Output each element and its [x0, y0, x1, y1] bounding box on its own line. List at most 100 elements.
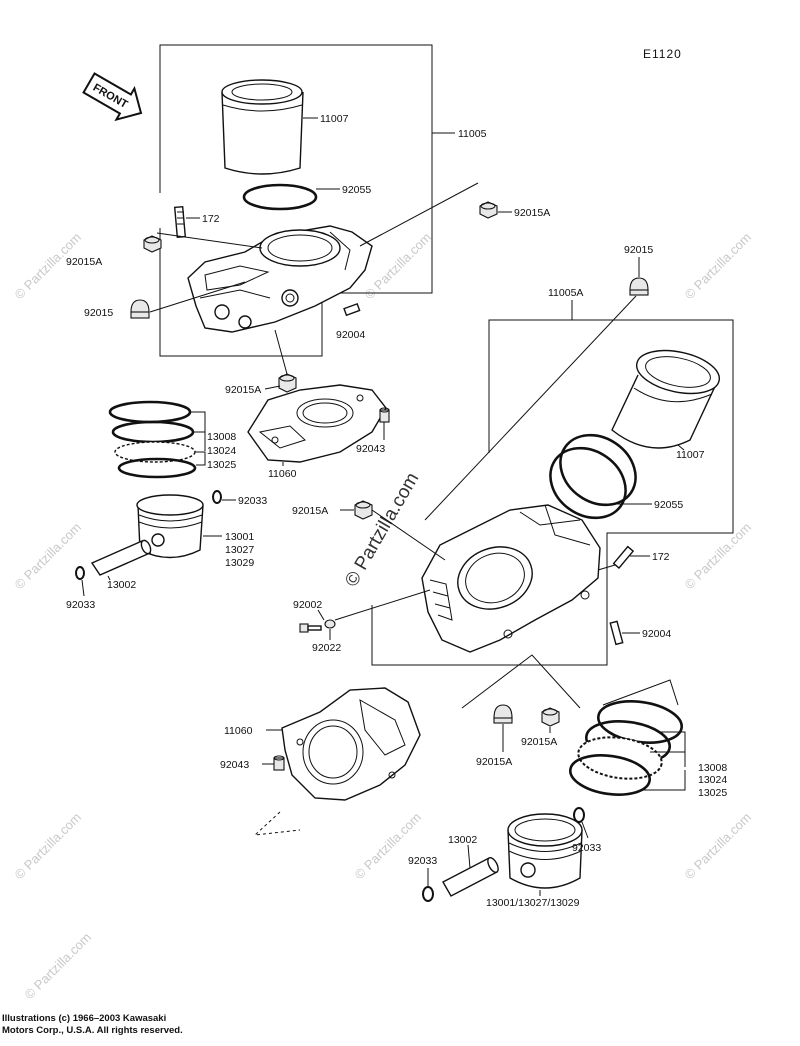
circlip-92033-a — [212, 490, 222, 504]
diagram-code: E1120 — [643, 47, 682, 61]
part-label-92033[interactable]: 92033 — [408, 855, 437, 867]
leader-ring-13008-r — [660, 731, 686, 767]
leader-ring-13025-r — [640, 770, 686, 791]
copyright-line-1: Illustrations (c) 1966–2003 Kawasaki — [2, 1013, 167, 1024]
part-label-92015A[interactable]: 92015A — [292, 505, 328, 517]
dowel-92004-right — [609, 620, 624, 646]
watermark-center: © Partzilla.com — [341, 469, 423, 590]
leader-ring-13008-l — [190, 411, 206, 437]
part-label-92015[interactable]: 92015 — [624, 244, 653, 256]
part-label-92015A[interactable]: 92015A — [521, 736, 557, 748]
part-label-172[interactable]: 172 — [652, 551, 670, 563]
part-label-13025[interactable]: 13025 — [207, 459, 236, 471]
piston-13001-right — [507, 813, 583, 889]
watermark-layer: © Partzilla.com © Partzilla.com © Partzi… — [12, 230, 755, 1003]
leader-13002-left — [107, 575, 111, 581]
part-label-92033[interactable]: 92033 — [238, 495, 267, 507]
piston-13001-left — [136, 494, 204, 559]
piston-rings-left — [108, 400, 197, 479]
part-label-13002[interactable]: 13002 — [448, 834, 477, 846]
part-label-13001[interactable]: 13001 — [225, 531, 254, 543]
copyright-line-2: Motors Corp., U.S.A. All rights reserved… — [2, 1025, 183, 1036]
assembly-bracket-11005 — [159, 44, 433, 357]
part-label-11005A[interactable]: 11005A — [548, 287, 583, 299]
cylinder-block-top — [187, 225, 373, 333]
lower-bracket — [461, 654, 581, 709]
leader-92015A-tr — [359, 182, 479, 247]
nut-92015A-mid — [278, 373, 297, 393]
part-label-92033[interactable]: 92033 — [66, 599, 95, 611]
assembly-bracket-11005A — [371, 319, 734, 666]
watermark-3: © Partzilla.com — [682, 230, 755, 303]
dashed-pointer — [253, 811, 301, 836]
stud-172-right — [612, 545, 635, 569]
watermark-8: © Partzilla.com — [682, 810, 755, 883]
part-label-11060[interactable]: 11060 — [224, 725, 253, 737]
copyright-notice: Illustrations (c) 1966–2003 Kawasaki Mot… — [2, 1013, 183, 1037]
cylinder-block-right — [421, 504, 601, 653]
piston-pin-13002-left — [90, 539, 152, 576]
part-label-92002[interactable]: 92002 — [293, 599, 322, 611]
o-ring-92055-right — [549, 433, 637, 520]
circlip-92033-b — [75, 566, 85, 580]
leader-ring-13024-l — [193, 431, 206, 451]
part-label-13024[interactable]: 13024 — [207, 445, 236, 457]
part-label-92015A[interactable]: 92015A — [476, 756, 512, 768]
leader-92015A-mid-label — [264, 385, 281, 390]
part-label-11007[interactable]: 11007 — [676, 449, 705, 461]
part-label-92055[interactable]: 92055 — [342, 184, 371, 196]
leader-92015A-tl — [156, 232, 263, 249]
nut-92015A-top-right — [479, 201, 498, 219]
watermark-6: © Partzilla.com — [12, 810, 85, 883]
part-label-92004[interactable]: 92004 — [642, 628, 671, 640]
leader-92033-b — [81, 579, 85, 597]
part-label-92015[interactable]: 92015 — [84, 307, 113, 319]
leader-ring-13025-l — [195, 451, 206, 466]
part-label-172[interactable]: 172 — [202, 213, 220, 225]
part-label-92004[interactable]: 92004 — [336, 329, 365, 341]
part-label-13008[interactable]: 13008 — [207, 431, 236, 443]
part-label-13008[interactable]: 13008 — [698, 762, 727, 774]
part-label-13027[interactable]: 13027 — [225, 544, 254, 556]
circlip-92033-c — [573, 807, 585, 823]
part-label-92015A[interactable]: 92015A — [514, 207, 550, 219]
part-label-11007[interactable]: 11007 — [320, 113, 349, 125]
part-label-92043[interactable]: 92043 — [356, 443, 385, 455]
part-label-13002[interactable]: 13002 — [107, 579, 136, 591]
stud-172-top — [173, 205, 187, 239]
part-label-92015A[interactable]: 92015A — [225, 384, 261, 396]
piston-pin-13002-bottom — [442, 856, 499, 897]
leader-92015A-mid — [274, 329, 288, 375]
cap-nut-92015-left — [130, 299, 150, 319]
part-label-11060[interactable]: 11060 — [268, 468, 297, 480]
leader-92015-left — [149, 281, 246, 313]
washer-92022 — [324, 619, 336, 629]
cap-nut-92015-right — [629, 277, 649, 296]
front-arrow-icon: FRONT — [82, 72, 143, 122]
part-label-13025[interactable]: 13025 — [698, 787, 727, 799]
part-label-92022[interactable]: 92022 — [312, 642, 341, 654]
watermark-4: © Partzilla.com — [12, 520, 85, 593]
part-label-92033[interactable]: 92033 — [572, 842, 601, 854]
nut-92015A-top-left — [143, 235, 162, 253]
leader-92002 — [317, 609, 325, 621]
leader-13002-b — [467, 844, 471, 869]
leader-92015-right — [424, 295, 637, 521]
part-label-11005[interactable]: 11005 — [458, 128, 487, 140]
circlip-92033-d — [422, 886, 434, 902]
part-label-92043[interactable]: 92043 — [220, 759, 249, 771]
part-label-92055[interactable]: 92055 — [654, 499, 683, 511]
dowel-92043-top — [379, 407, 390, 423]
part-label-13029[interactable]: 13029 — [225, 557, 254, 569]
dowel-92043-bottom — [273, 755, 285, 771]
cylinder-sleeve-11007-right — [611, 349, 720, 449]
part-label-13024[interactable]: 13024 — [698, 774, 727, 786]
part-label-92015A[interactable]: 92015A — [66, 256, 102, 268]
part-label-13001-13027-13029[interactable]: 13001/13027/13029 — [486, 897, 580, 909]
part-labels: 11007 11005 92055 172 92015A 92015A 9201… — [66, 113, 727, 909]
watermark-5: © Partzilla.com — [682, 520, 755, 593]
watermark-2: © Partzilla.com — [362, 230, 435, 303]
nut-92015A-bottom-2 — [541, 707, 560, 727]
bolt-92002 — [299, 623, 322, 633]
